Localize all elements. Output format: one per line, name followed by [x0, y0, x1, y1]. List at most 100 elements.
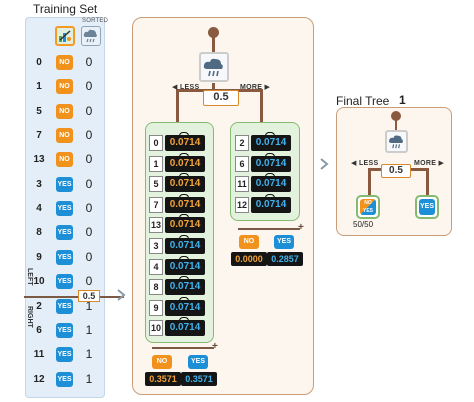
final-tree-count: 1: [399, 93, 406, 107]
node-feature-icon[interactable]: [199, 52, 229, 82]
weight-icon: [179, 276, 189, 281]
right-label: RIGHT: [26, 306, 33, 328]
final-left-split: 50/50: [353, 220, 374, 229]
threshold-value[interactable]: 0.5: [203, 90, 239, 106]
final-node-icon[interactable]: [385, 130, 408, 153]
item-weight-value: 0.0714: [169, 137, 201, 148]
more-label: MORE ▶: [240, 84, 271, 91]
row-id: 12: [33, 373, 45, 385]
final-threshold[interactable]: 0.5: [381, 164, 411, 178]
left-no-badge: NO: [152, 355, 172, 369]
item-weight: 0.0714: [165, 176, 205, 193]
weight-icon: [179, 235, 189, 239]
item-weight-value: 0.0714: [255, 198, 287, 210]
item-id-chip[interactable]: 1: [149, 155, 163, 172]
item-id-chip[interactable]: 11: [235, 176, 249, 193]
item-weight-value: 0.0714: [169, 198, 201, 210]
feature-chart-icon[interactable]: [55, 26, 75, 46]
item-id-chip[interactable]: 3: [149, 238, 163, 254]
item-id-chip[interactable]: 8: [149, 279, 163, 296]
final-more-label: MORE ▶: [414, 160, 445, 167]
class-badge: NO: [56, 55, 73, 70]
item-id-chip[interactable]: 2: [235, 135, 249, 151]
item-id-chip[interactable]: 5: [149, 176, 163, 193]
sorted-label: SORTED: [82, 18, 109, 24]
class-badge: YES: [56, 274, 73, 290]
item-weight: 0.0714: [251, 135, 291, 151]
node-knob: [208, 27, 219, 38]
class-badge: YES: [56, 225, 73, 241]
item-id-chip[interactable]: 10: [149, 320, 163, 337]
left-plus: +: [212, 341, 218, 352]
item-id-chip[interactable]: 4: [149, 258, 163, 275]
split-value[interactable]: 0.5: [78, 290, 100, 302]
weight-icon: [179, 152, 189, 157]
item-id-chip[interactable]: 9: [149, 299, 163, 316]
left-yes-total: 0.3571: [181, 372, 217, 386]
row-id: 0: [36, 57, 42, 68]
node-stem-2: [212, 83, 215, 91]
item-weight-value: 0.0714: [255, 178, 287, 190]
class-badge: NO: [56, 152, 73, 168]
final-left-yes: YES: [362, 208, 373, 214]
item-weight-value: 0.0714: [169, 219, 201, 231]
weight-icon: [265, 193, 275, 198]
row-id: 7: [36, 130, 42, 142]
item-id-chip[interactable]: 6: [235, 155, 249, 172]
bin-value: 0: [85, 201, 93, 216]
class-badge: YES: [56, 249, 73, 265]
item-weight-value: 0.0714: [169, 178, 201, 190]
row-id: 5: [36, 105, 42, 117]
item-weight-value: 0.0714: [169, 240, 201, 251]
left-branch: [176, 89, 179, 123]
final-stem: [395, 119, 397, 130]
class-badge: YES: [56, 201, 73, 217]
weight-icon: [179, 214, 189, 219]
item-weight: 0.0714: [165, 320, 205, 337]
bin-value: 1: [85, 322, 93, 337]
final-right-leaf[interactable]: YES: [415, 195, 439, 219]
row-id: 11: [33, 349, 45, 361]
weight-icon: [179, 255, 189, 260]
arrow-right-icon: [320, 158, 329, 170]
item-id-chip[interactable]: 7: [149, 196, 163, 213]
training-set-title: Training Set: [33, 2, 98, 16]
final-left-leaf[interactable]: NO YES: [356, 195, 380, 219]
node-stem: [212, 36, 215, 52]
item-weight: 0.0714: [165, 279, 205, 296]
class-badge: NO: [56, 128, 73, 144]
weight-icon: [179, 193, 189, 198]
left-tally-line: [152, 347, 214, 349]
right-tally-line: [238, 228, 300, 230]
row-id: 9: [36, 251, 42, 263]
item-weight-value: 0.0714: [169, 322, 201, 334]
row-id: 8: [36, 227, 42, 239]
bin-value: 0: [85, 103, 93, 118]
item-weight: 0.0714: [165, 155, 205, 172]
item-weight: 0.0714: [251, 155, 291, 172]
item-id-chip[interactable]: 13: [149, 217, 163, 234]
item-weight-value: 0.0714: [255, 137, 287, 148]
left-label: LEFT: [26, 268, 33, 286]
item-id-chip[interactable]: 0: [149, 135, 163, 151]
row-id: 1: [36, 81, 42, 93]
class-badge: NO: [56, 79, 73, 95]
cloud-rain-icon[interactable]: [81, 26, 101, 46]
item-weight-value: 0.0714: [169, 301, 201, 313]
final-less-label: ◀ LESS: [351, 160, 379, 167]
item-id-chip[interactable]: 12: [235, 196, 249, 213]
